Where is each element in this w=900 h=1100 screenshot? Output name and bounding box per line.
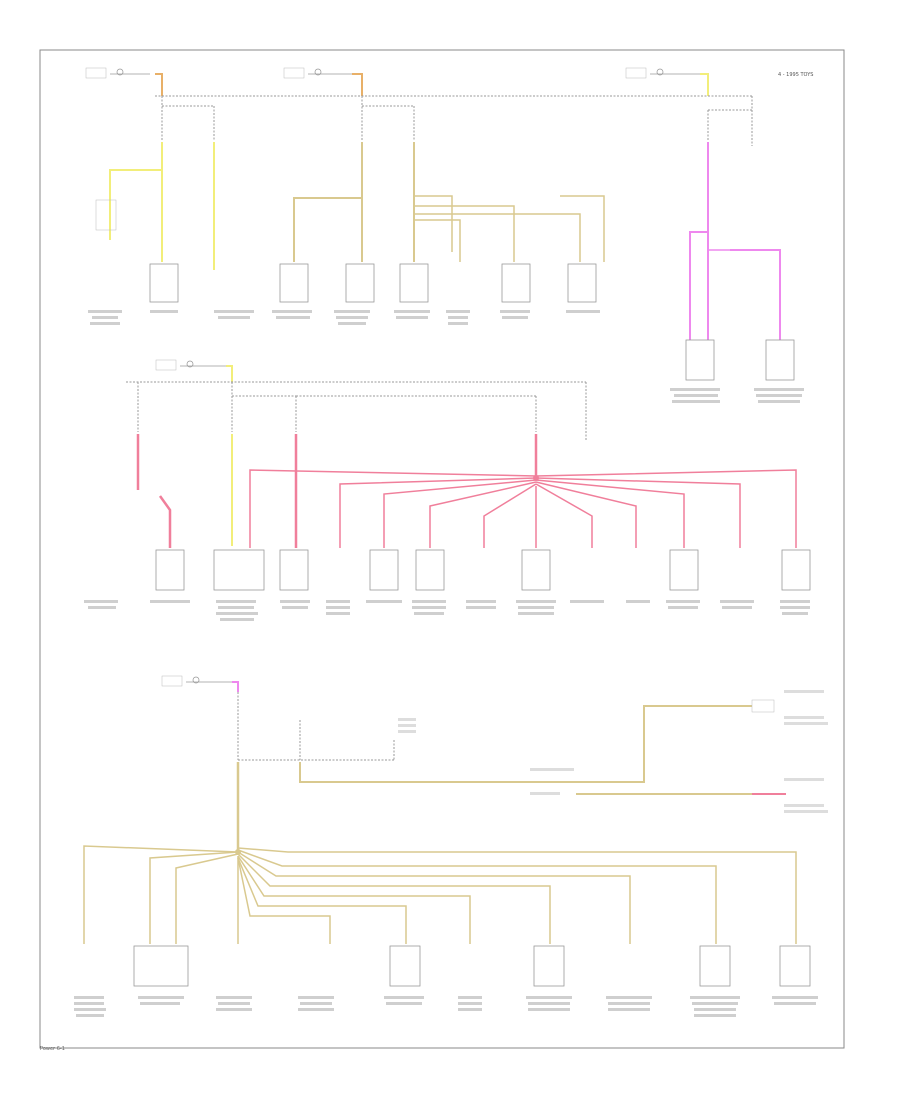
- tan-splice-fan: [83, 845, 797, 944]
- connectors-row-2: [155, 549, 811, 591]
- connectors-row-1: [149, 263, 795, 381]
- section-1: [85, 67, 804, 403]
- wire-feed-3: [700, 73, 709, 96]
- ignition-switch-5: [161, 675, 232, 687]
- ignition-switch-4: [155, 359, 226, 371]
- connectors-row-3: [133, 945, 811, 987]
- ignition-switch-2: [283, 67, 352, 79]
- wire-tan-right-1: [299, 705, 752, 783]
- tan-splice-point: [235, 849, 241, 855]
- wire-magenta-a: [689, 142, 709, 340]
- wire-magenta-c: [730, 249, 781, 340]
- wire-feed-1: [155, 73, 163, 96]
- section-3: [74, 675, 828, 1017]
- wire-tan-a: [293, 142, 363, 262]
- ignition-switch-1: [85, 67, 150, 79]
- component-labels-row-2: [84, 600, 810, 621]
- wire-yellow-a: [109, 142, 163, 240]
- footer-label: Power 6-1: [40, 1046, 65, 1052]
- diagram-frame: [39, 49, 845, 1049]
- pink-splice-point: [533, 475, 539, 481]
- ignition-switch-3: [625, 67, 700, 79]
- wire-feed-2: [352, 73, 363, 96]
- pink-splice-fan: [249, 469, 797, 548]
- component-labels-row-1: [88, 310, 804, 403]
- right-edge-labels: [398, 690, 828, 813]
- component-labels-row-3: [74, 996, 818, 1017]
- section-2: [84, 359, 811, 621]
- corner-label: 4 - 1995 TOYS: [778, 72, 813, 78]
